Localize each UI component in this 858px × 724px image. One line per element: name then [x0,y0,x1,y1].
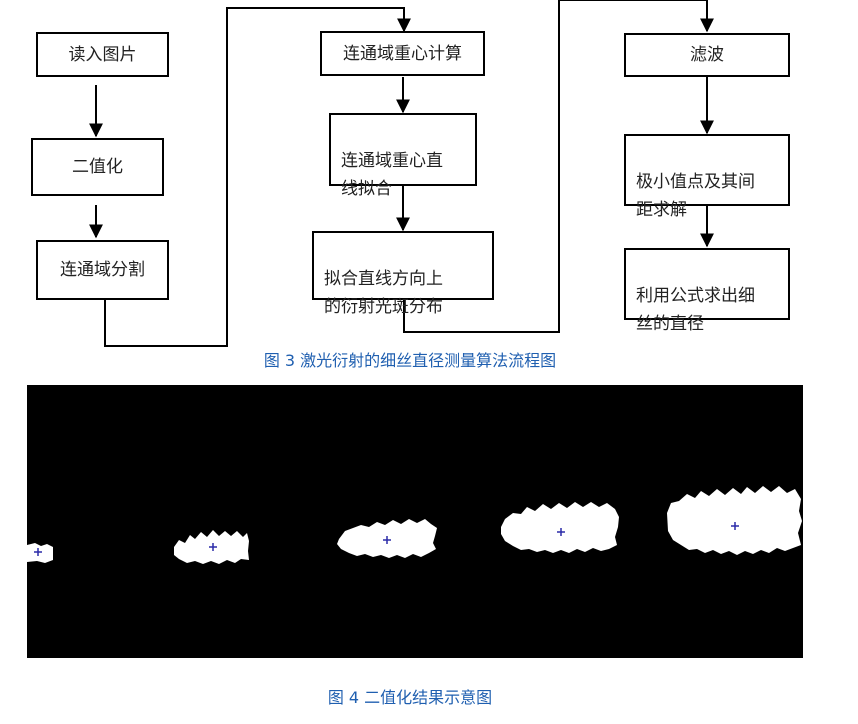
step-label: 连通域重心计算 [343,43,462,64]
centroid-marker-1 [34,548,42,556]
step-label: 二值化 [72,157,123,177]
step-label: 拟合直线方向上 的衍射光斑分布 [324,269,443,317]
step-minima-spacing: 极小值点及其间 距求解 [624,134,790,220]
link-col1-to-col2 [104,7,411,347]
spot-5 [667,486,802,555]
step-label: 利用公式求出细 丝的直径 [636,286,755,334]
step-label: 滤波 [690,45,724,65]
centroid-marker-3 [383,536,391,544]
step-label: 连通域分割 [60,260,145,280]
step-centroid-calc: 连通域重心计算 [320,31,485,76]
step-filter: 滤波 [624,33,790,77]
centroid-marker-5 [731,522,739,530]
step-connected-segmentation: 连通域分割 [36,240,169,300]
binarized-spots [27,486,802,564]
figure-4-caption: 图 4 二值化结果示意图 [327,688,493,707]
step-centroid-line-fit: 连通域重心直 线拟合 [329,113,477,199]
step-read-image: 读入图片 [36,32,169,77]
step-spot-distribution: 拟合直线方向上 的衍射光斑分布 [312,231,494,317]
link-col2-to-col3 [403,0,714,333]
step-label: 读入图片 [68,44,137,65]
figure-3-caption: 图 3 激光衍射的细丝直径测量算法流程图 [263,351,557,370]
centroid-markers [34,522,739,556]
spot-1 [27,543,53,563]
step-label: 极小值点及其间 距求解 [636,172,755,220]
spot-4 [501,502,619,553]
centroid-marker-2 [209,543,217,551]
step-binarize: 二值化 [31,138,164,196]
step-label: 连通域重心直 线拟合 [341,151,443,199]
step-diameter-formula: 利用公式求出细 丝的直径 [624,248,790,334]
binarized-image-panel [27,385,803,658]
centroid-marker-4 [557,528,565,536]
